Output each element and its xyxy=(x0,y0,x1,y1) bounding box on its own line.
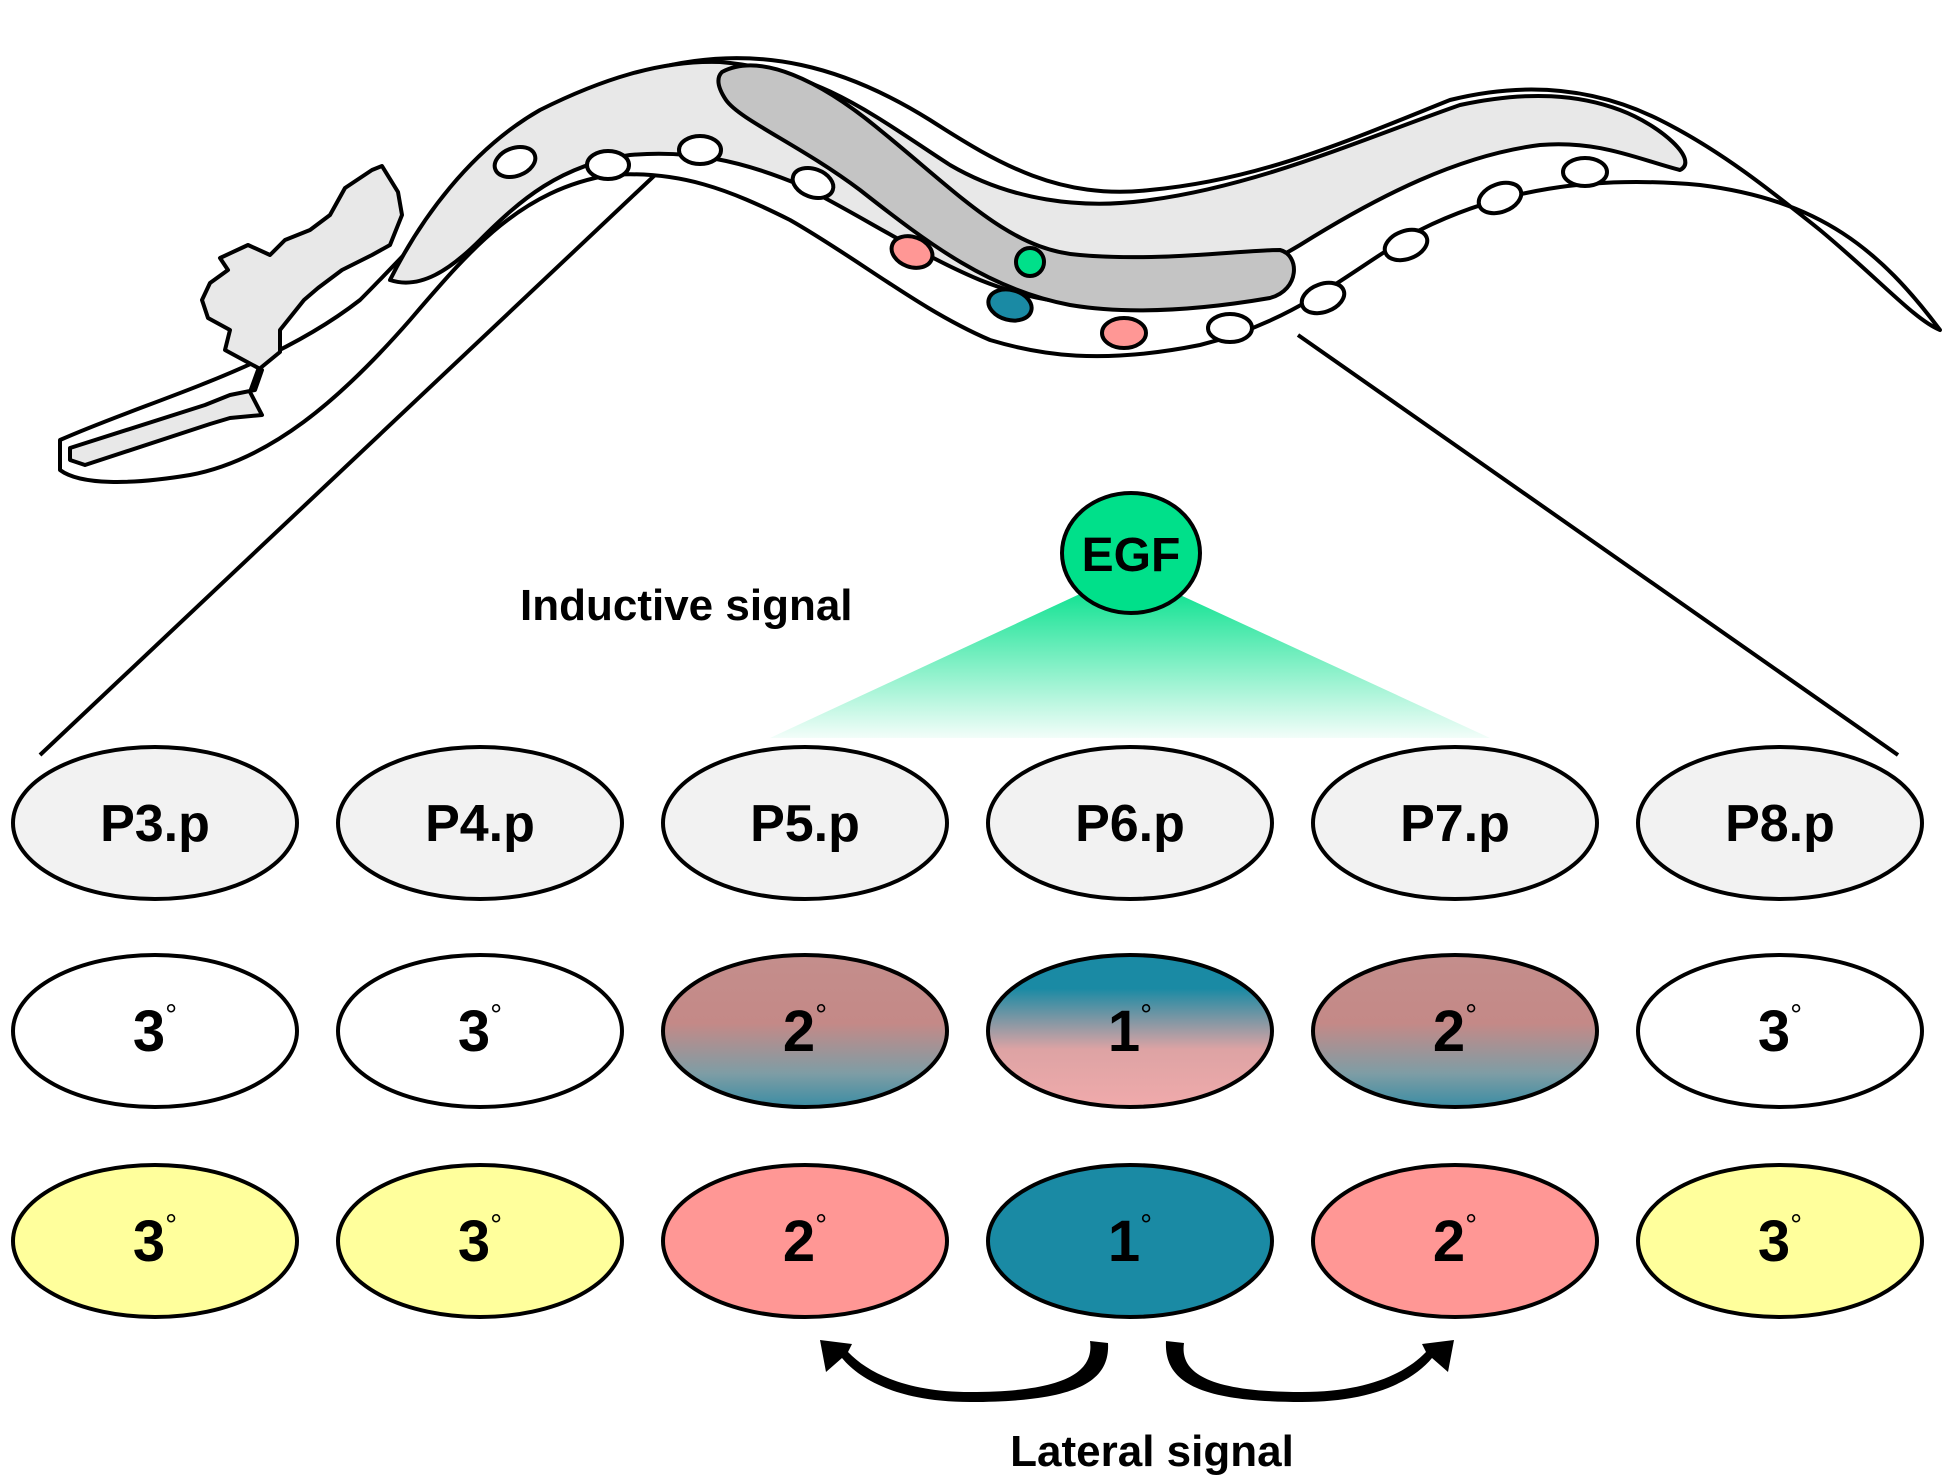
lateral-signal-arrows xyxy=(820,1340,1454,1402)
nucleus xyxy=(1382,227,1430,263)
egf-source xyxy=(1060,491,1202,615)
worm-pharynx xyxy=(68,164,404,467)
fate-cell xyxy=(11,1163,299,1319)
lateral-arrow-left xyxy=(820,1340,1109,1402)
vpc-label: P7.p xyxy=(1400,795,1510,853)
nucleus xyxy=(1561,156,1609,188)
vpc-cell xyxy=(1311,745,1599,901)
vpc-cell xyxy=(661,745,949,901)
competence-label: 3° xyxy=(1758,999,1802,1064)
fate-label: 2° xyxy=(1433,1209,1477,1274)
competence-cell xyxy=(1636,953,1924,1109)
fate-cell xyxy=(986,1163,1274,1319)
vpc-label: P6.p xyxy=(1075,795,1185,853)
nucleus xyxy=(585,149,631,181)
fate-label: 2° xyxy=(783,1209,827,1274)
competence-cell xyxy=(336,953,624,1109)
competence-label: 3° xyxy=(458,999,502,1064)
competence-label: 2° xyxy=(783,999,827,1064)
zoom-line-right xyxy=(1296,333,1900,757)
lateral-arrow-right xyxy=(1165,1340,1454,1402)
vpc-label: P4.p xyxy=(425,795,535,853)
fate-cell xyxy=(1311,1163,1599,1319)
nucleus xyxy=(492,145,538,179)
fate-row: 3° 3° 2° 1° 2° 3° xyxy=(11,1163,1924,1319)
fate-cell xyxy=(336,1163,624,1319)
vpc-label: P3.p xyxy=(100,795,210,853)
competence-cell xyxy=(661,953,949,1109)
nucleus xyxy=(1206,312,1254,344)
worm-gonad xyxy=(716,63,1296,313)
competence-cell xyxy=(986,953,1274,1109)
vpc-label: P5.p xyxy=(750,795,860,853)
worm-illustration xyxy=(58,56,1942,484)
nucleus xyxy=(677,134,723,166)
competence-label: 3° xyxy=(133,999,177,1064)
competence-label: 1° xyxy=(1108,999,1152,1064)
inductive-signal-gradient xyxy=(770,580,1490,738)
fate-label: 3° xyxy=(458,1209,502,1274)
fate-label: 3° xyxy=(1758,1209,1802,1274)
vpc-label: P8.p xyxy=(1725,795,1835,853)
nucleus-secondary xyxy=(1100,316,1148,350)
competence-label: 2° xyxy=(1433,999,1477,1064)
nucleus xyxy=(1299,280,1347,316)
vpc-cell xyxy=(986,745,1274,901)
competence-cell xyxy=(11,953,299,1109)
anchor-cell xyxy=(1014,246,1046,278)
nucleus xyxy=(1476,180,1524,216)
zoom-line-left xyxy=(38,173,657,757)
fate-label: 3° xyxy=(133,1209,177,1274)
vpc-cell xyxy=(336,745,624,901)
fate-cell xyxy=(661,1163,949,1319)
nucleus-secondary xyxy=(889,234,935,270)
fate-cell xyxy=(1636,1163,1924,1319)
inductive-signal-label: Inductive signal xyxy=(520,581,853,630)
vpc-cell xyxy=(11,745,299,901)
lateral-signal-label: Lateral signal xyxy=(1010,1427,1294,1476)
egf-label: EGF xyxy=(1082,529,1181,582)
competence-cell xyxy=(1311,953,1599,1109)
competence-row: 3° 3° 2° 1° 2° 3° xyxy=(11,953,1924,1109)
nucleus-primary xyxy=(986,287,1034,323)
nucleus xyxy=(790,166,836,200)
vpc-cell xyxy=(1636,745,1924,901)
fate-label: 1° xyxy=(1108,1209,1152,1274)
vpc-row: P3.p P4.p P5.p P6.p P7.p P8.p xyxy=(11,745,1924,901)
